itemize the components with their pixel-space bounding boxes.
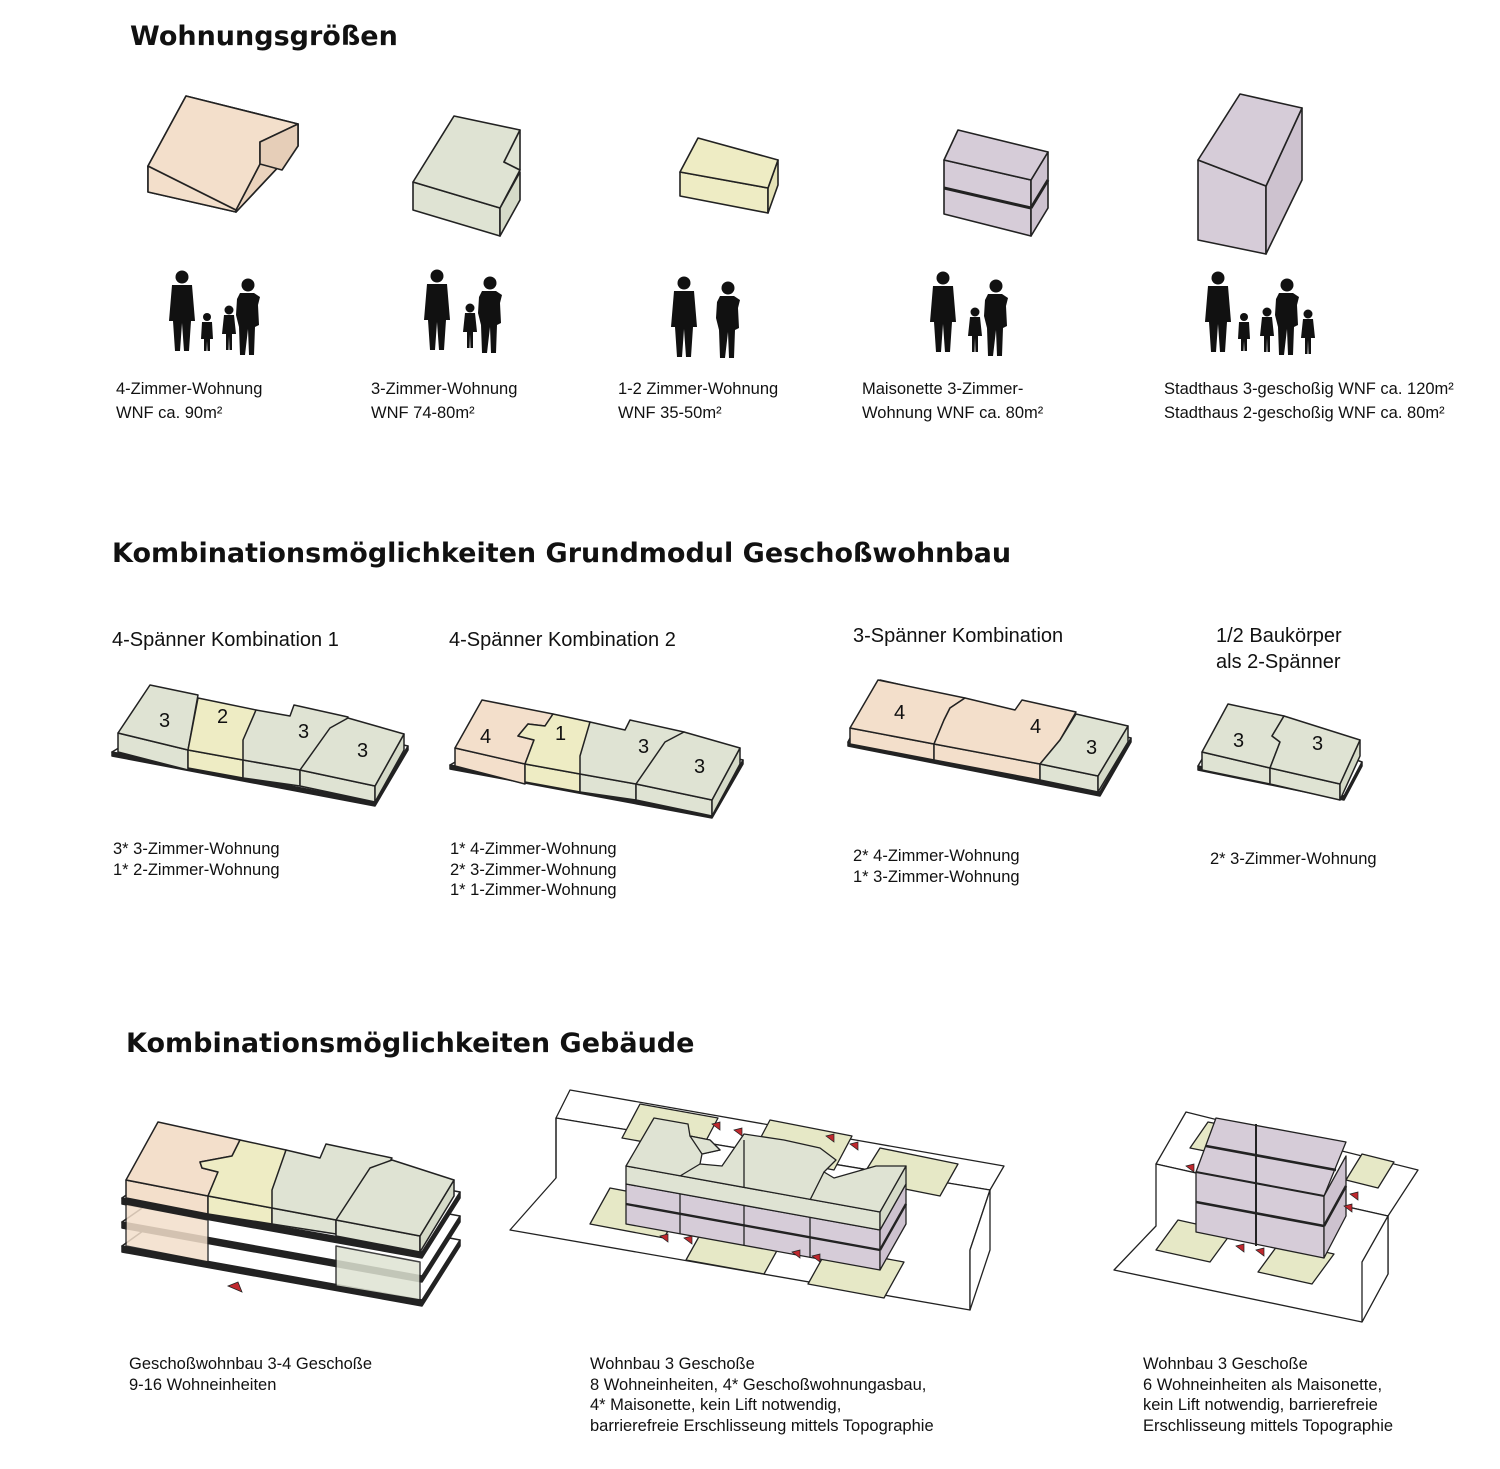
combination-line: 2* 3-Zimmer-Wohnung	[450, 860, 617, 879]
building-1-description: Geschoßwohnbau 3-4 Geschoße 9-16 Wohnein…	[129, 1354, 372, 1395]
people-silhouettes	[169, 269, 1315, 358]
combination-4-block-1-number: 3	[1233, 730, 1244, 752]
building-3-diagram	[1113, 1111, 1419, 1323]
unit-block-small	[679, 137, 779, 214]
combination-title-line: 1/2 Baukörper	[1216, 625, 1342, 647]
building-line: barrierefreie Erschlisseung mittels Topo…	[590, 1416, 934, 1435]
combination-2-block-2-number: 1	[555, 723, 566, 745]
building-line: Wohnbau 3 Geschoße	[590, 1355, 755, 1373]
combination-title-line: als 2-Spänner	[1216, 651, 1341, 673]
combination-4-diagram	[1197, 703, 1363, 801]
building-line: 4* Maisonette, kein Lift notwendig,	[590, 1396, 842, 1414]
people-group-3	[671, 276, 740, 358]
building-2-entrance-markers	[659, 1121, 859, 1263]
combination-3-title: 3-Spänner Kombination	[853, 623, 1063, 649]
unit-label-line: Wohnung WNF ca. 80m²	[862, 404, 1044, 422]
unit-block-3-room	[412, 115, 521, 237]
building-1-entrance-marker	[226, 1281, 243, 1293]
unit-label-line: 3-Zimmer-Wohnung	[371, 380, 518, 398]
people-group-4	[930, 271, 1008, 356]
section-title-unit-sizes: Wohnungsgrößen	[130, 21, 398, 52]
combination-3-block-3-number: 3	[1086, 737, 1097, 759]
people-group-2	[424, 269, 502, 353]
unit-label-line: Stadthaus 2-geschoßig WNF ca. 80m²	[1164, 404, 1445, 422]
combination-4-description: 2* 3-Zimmer-Wohnung	[1210, 849, 1377, 870]
combination-line: 1* 4-Zimmer-Wohnung	[450, 840, 617, 858]
building-line: Geschoßwohnbau 3-4 Geschoße	[129, 1355, 373, 1373]
building-3-entrance-markers	[1185, 1163, 1359, 1257]
combination-2-title: 4-Spänner Kombination 2	[449, 627, 676, 653]
building-line: 9-16 Wohneinheiten	[129, 1375, 277, 1394]
combination-line: 1* 2-Zimmer-Wohnung	[113, 860, 280, 879]
combination-1-block-4-number: 3	[357, 740, 368, 762]
building-line: 6 Wohneinheiten als Maisonette,	[1143, 1375, 1383, 1394]
unit-label-small: 1-2 Zimmer-Wohnung WNF 35-50m²	[618, 377, 778, 425]
building-line: kein Lift notwendig, barrierefreie	[1143, 1396, 1378, 1414]
people-group-1	[169, 270, 260, 355]
unit-label-line: Maisonette 3-Zimmer-	[862, 380, 1024, 398]
section-title-building-combinations: Kombinationsmöglichkeiten Gebäude	[126, 1028, 695, 1059]
building-line: Wohnbau 3 Geschoße	[1143, 1355, 1308, 1373]
combination-4-title: 1/2 Baukörper als 2-Spänner	[1216, 623, 1342, 675]
combination-line: 2* 4-Zimmer-Wohnung	[853, 847, 1020, 865]
combination-3-block-2-number: 4	[1030, 716, 1041, 738]
unit-label-line: WNF 74-80m²	[371, 404, 475, 422]
unit-label-4-room: 4-Zimmer-Wohnung WNF ca. 90m²	[116, 377, 262, 425]
combination-line: 3* 3-Zimmer-Wohnung	[113, 840, 280, 858]
combination-4-block-2-number: 3	[1312, 733, 1323, 755]
combination-title-line: 3-Spänner Kombination	[853, 625, 1064, 647]
building-line: Erschlisseung mittels Topographie	[1143, 1416, 1394, 1435]
combination-line: 1* 1-Zimmer-Wohnung	[450, 881, 617, 899]
building-3-description: Wohnbau 3 Geschoße 6 Wohneinheiten als M…	[1143, 1354, 1393, 1436]
combination-1-title: 4-Spänner Kombination 1	[112, 627, 339, 653]
unit-block-maisonette	[943, 129, 1050, 237]
people-group-5	[1205, 271, 1315, 355]
section-title-floor-combinations: Kombinationsmöglichkeiten Grundmodul Ges…	[112, 538, 1012, 569]
building-2-description: Wohnbau 3 Geschoße 8 Wohneinheiten, 4* G…	[590, 1354, 934, 1436]
combination-3-diagram	[847, 679, 1132, 797]
combination-line: 2* 3-Zimmer-Wohnung	[1210, 850, 1377, 868]
combination-2-block-4-number: 3	[694, 756, 705, 778]
unit-label-3-room: 3-Zimmer-Wohnung WNF 74-80m²	[371, 377, 517, 425]
unit-label-line: WNF ca. 90m²	[116, 404, 223, 422]
unit-label-line: 1-2 Zimmer-Wohnung	[618, 380, 779, 398]
combination-2-block-3-number: 3	[638, 736, 649, 758]
combination-2-diagram	[449, 699, 744, 819]
unit-label-line: 4-Zimmer-Wohnung	[116, 380, 263, 398]
combination-1-block-3-number: 3	[298, 721, 309, 743]
unit-label-maisonette: Maisonette 3-Zimmer- Wohnung WNF ca. 80m…	[862, 377, 1043, 425]
building-line: 8 Wohneinheiten, 4* Geschoßwohnungasbau,	[590, 1375, 927, 1394]
combination-title-line: 4-Spänner Kombination 2	[449, 629, 676, 651]
combination-3-block-1-number: 4	[894, 702, 905, 724]
combination-2-block-1-number: 4	[480, 726, 491, 748]
building-2-diagram	[509, 1089, 1005, 1311]
building-1-diagram	[121, 1121, 461, 1307]
combination-2-description: 1* 4-Zimmer-Wohnung 2* 3-Zimmer-Wohnung …	[450, 839, 617, 901]
unit-block-townhouse	[1197, 93, 1303, 255]
combination-line: 1* 3-Zimmer-Wohnung	[853, 867, 1020, 886]
combination-1-description: 3* 3-Zimmer-Wohnung 1* 2-Zimmer-Wohnung	[113, 839, 280, 880]
unit-label-line: Stadthaus 3-geschoßig WNF ca. 120m²	[1164, 380, 1454, 398]
combination-3-description: 2* 4-Zimmer-Wohnung 1* 3-Zimmer-Wohnung	[853, 846, 1020, 887]
combination-1-block-1-number: 3	[159, 710, 170, 732]
combination-title-line: 4-Spänner Kombination 1	[112, 629, 339, 651]
combination-1-block-2-number: 2	[217, 706, 228, 728]
unit-label-townhouse: Stadthaus 3-geschoßig WNF ca. 120m² Stad…	[1164, 377, 1454, 425]
combination-1-diagram	[111, 684, 409, 807]
unit-block-4-room	[147, 95, 299, 213]
unit-label-line: WNF 35-50m²	[618, 404, 722, 422]
